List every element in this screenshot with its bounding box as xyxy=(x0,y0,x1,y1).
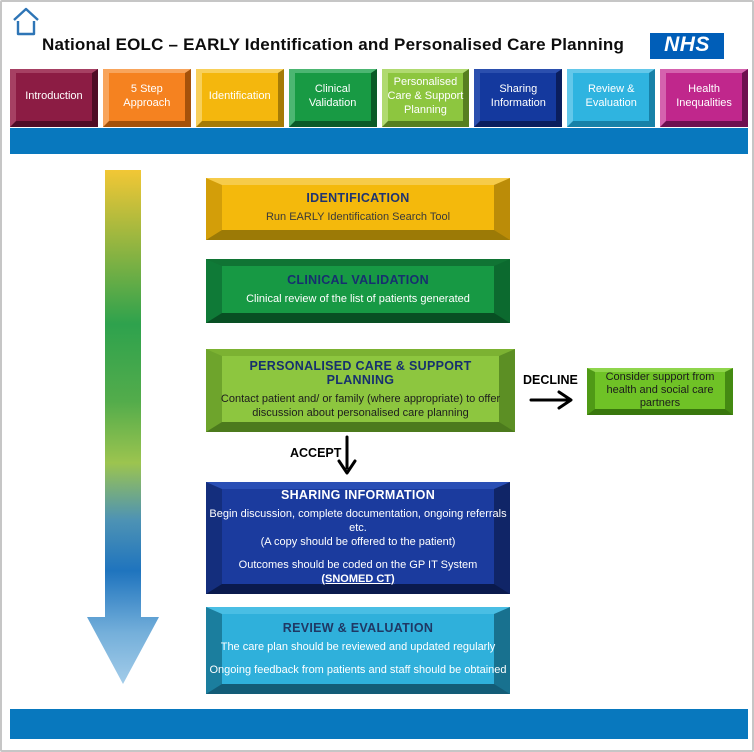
nav-tabs: Introduction 5 Step Approach Identificat… xyxy=(10,69,748,127)
box-title: REVIEW & EVALUATION xyxy=(282,621,434,635)
box-text: discussion about personalised care plann… xyxy=(252,406,469,419)
flow-box-review-evaluation: REVIEW & EVALUATION The care plan should… xyxy=(206,607,510,694)
box-title: PERSONALISED CARE & SUPPORT PLANNING xyxy=(249,358,472,387)
page-title: National EOLC – EARLY Identification and… xyxy=(42,35,625,54)
flow-box-clinical-validation: CLINICAL VALIDATION Clinical review of t… xyxy=(206,259,510,323)
box-title: IDENTIFICATION xyxy=(306,191,410,205)
snomed-ct-text: (SNOMED CT) xyxy=(321,572,395,585)
box-text: etc. xyxy=(349,521,367,534)
flow-box-personalised-care-support-planning: PERSONALISED CARE & SUPPORT PLANNING Con… xyxy=(206,349,515,432)
accept-arrow-down xyxy=(337,435,357,475)
tab-label: Sharing Information xyxy=(490,83,546,109)
tab-introduction[interactable]: Introduction xyxy=(10,69,98,127)
bottom-divider-bar xyxy=(10,709,748,739)
tab-label: Personalised Care & Support Planning xyxy=(387,76,464,116)
tab-label: Introduction xyxy=(25,90,83,103)
decline-label: DECLINE xyxy=(523,373,578,387)
tab-clinical-validation[interactable]: Clinical Validation xyxy=(288,69,377,127)
box-text: Run EARLY Identification Search Tool xyxy=(265,211,451,223)
box-text: Clinical review of the list of patients … xyxy=(246,293,470,305)
box-text: Contact patient and/ or family (where ap… xyxy=(220,392,501,405)
box-text: (A copy should be offered to the patient… xyxy=(260,535,456,548)
box-text: partners xyxy=(639,397,681,409)
accept-label: ACCEPT xyxy=(290,446,342,460)
flow-box-identification: IDENTIFICATION Run EARLY Identification … xyxy=(206,178,510,240)
nhs-logo: NHS xyxy=(650,33,724,59)
tab-health-inequalities[interactable]: Health Inequalities xyxy=(660,69,748,127)
flow-box-consider-support: Consider support from health and social … xyxy=(587,368,733,415)
nhs-logo-text: NHS xyxy=(664,33,710,56)
box-text: The care plan should be reviewed and upd… xyxy=(220,641,496,653)
tab-label: Clinical Validation xyxy=(308,83,357,109)
home-icon[interactable] xyxy=(10,6,42,38)
box-text: Begin discussion, complete documentation… xyxy=(209,507,507,520)
tab-label: 5 Step Approach xyxy=(123,83,171,109)
box-text: Consider support from xyxy=(605,371,715,383)
tab-label: Review & Evaluation xyxy=(585,83,637,109)
flow-box-sharing-information: SHARING INFORMATION Begin discussion, co… xyxy=(206,482,510,594)
box-text: Outcomes should be coded on the GP IT Sy… xyxy=(238,558,478,571)
tab-sharing-information[interactable]: Sharing Information xyxy=(474,69,563,127)
decline-arrow-right xyxy=(529,390,573,410)
box-text: Ongoing feedback from patients and staff… xyxy=(209,664,507,676)
tab-label: Health Inequalities xyxy=(676,83,732,109)
box-text: health and social care xyxy=(606,384,714,396)
tab-5-step-approach[interactable]: 5 Step Approach xyxy=(102,69,191,127)
tab-label: Identification xyxy=(208,90,271,103)
process-flow-arrow xyxy=(87,170,159,684)
tab-review-evaluation[interactable]: Review & Evaluation xyxy=(567,69,656,127)
tab-personalised-care-support-planning[interactable]: Personalised Care & Support Planning xyxy=(381,69,470,127)
tab-identification[interactable]: Identification xyxy=(195,69,284,127)
box-title: SHARING INFORMATION xyxy=(280,487,436,502)
top-divider-bar xyxy=(10,128,748,154)
box-title: CLINICAL VALIDATION xyxy=(287,273,429,287)
